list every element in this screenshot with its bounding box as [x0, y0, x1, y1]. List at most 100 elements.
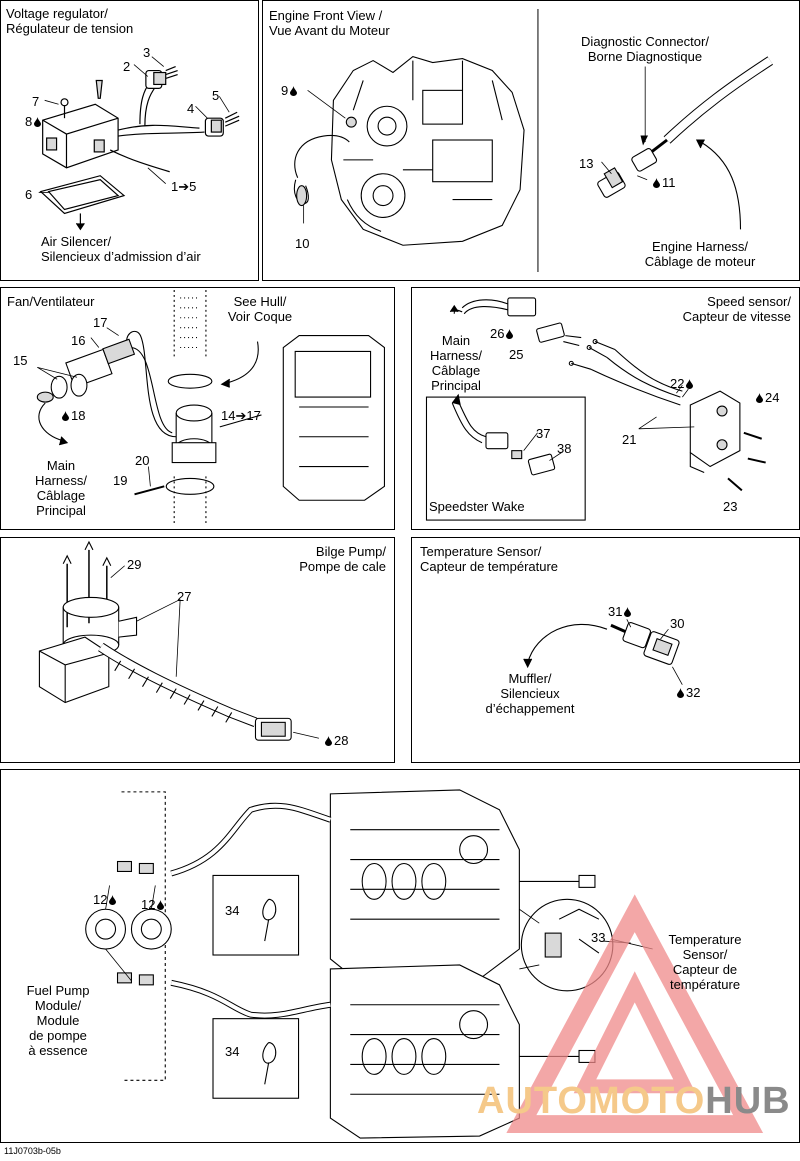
temp-sensor-note-line3: Capteur de [672, 962, 738, 977]
callout-4: 4 [187, 101, 195, 116]
watermark-text-2: HUB [705, 1080, 791, 1122]
diagnostic-title-line1: Diagnostic Connector/ [581, 34, 709, 49]
callout-11: 11 [653, 175, 676, 190]
fan-drawing [36, 289, 385, 527]
voltage-regulator-panel: Voltage regulator/ Régulateur de tension… [0, 0, 259, 281]
fuel-pump-note-line5: à essence [28, 1043, 88, 1058]
temperature-sensor-panel: Temperature Sensor/ Capteur de températu… [411, 537, 800, 763]
callout-33: 33 [591, 930, 606, 945]
speed-main-harness-line2: Harness/ [429, 348, 483, 363]
callout-7: 7 [32, 94, 40, 109]
muffler-note-line3: d’échappement [485, 701, 575, 716]
callout-17: 17 [93, 315, 108, 330]
callout-10: 10 [295, 236, 310, 251]
temp-sensor-note-line1: Temperature [668, 932, 742, 947]
fuel-pump-note-line3: Module [36, 1013, 80, 1028]
oil-drop-icon [290, 86, 298, 96]
speedster-wake-label: Speedster Wake [429, 499, 525, 514]
fan-main-harness-line1: Main [46, 458, 76, 473]
muffler-note-line1: Muffler/ [508, 671, 552, 686]
oil-drop-icon [686, 379, 694, 389]
fuel-pump-panel: 12 12 34 34 33 Fuel Pump Module/ Module … [0, 769, 800, 1143]
callout-5: 5 [212, 88, 220, 103]
temp-title-line1: Temperature Sensor/ [420, 544, 542, 559]
callout-31: 31 [608, 604, 632, 619]
bilge-pump-panel: Bilge Pump/ Pompe de cale 29 27 28 [0, 537, 395, 763]
callout-12-left: 12 [93, 892, 117, 907]
callout-29: 29 [127, 557, 142, 572]
voltage-regulator-drawing [38, 56, 240, 231]
callout-22: 22 [670, 376, 694, 391]
oil-drop-icon [109, 895, 117, 905]
callout-28: 28 [325, 733, 348, 748]
speed-sensor-panel: Speed sensor/ Capteur de vitesse Main Ha… [411, 287, 800, 530]
oil-drop-icon [756, 393, 763, 403]
callout-13: 13 [579, 156, 594, 171]
callout-25: 25 [509, 347, 524, 362]
speed-main-harness-line1: Main [441, 333, 471, 348]
see-hull-line1: See Hull/ [233, 294, 287, 309]
speed-title-line1: Speed sensor/ [707, 294, 791, 309]
callout-30: 30 [670, 616, 685, 631]
callout-24: 24 [756, 390, 779, 405]
speed-main-harness-line4: Principal [431, 378, 481, 393]
speed-title-line2: Capteur de vitesse [682, 309, 791, 324]
engine-front-drawing [293, 8, 773, 273]
callout-37: 37 [536, 426, 551, 441]
see-hull-line2: Voir Coque [227, 309, 293, 324]
oil-drop-icon [624, 607, 632, 617]
bilge-pump-drawing [38, 540, 320, 741]
fan-title: Fan/Ventilateur [7, 294, 95, 309]
callout-34-upper: 34 [225, 903, 240, 918]
twin-engine-drawing [85, 789, 764, 1139]
callout-16: 16 [71, 333, 86, 348]
oil-drop-icon [157, 900, 165, 910]
engine-front-panel: Engine Front View / Vue Avant du Moteur … [262, 0, 800, 281]
callout-32: 32 [677, 685, 700, 700]
callout-18: 18 [62, 408, 85, 423]
engine-harness-note-line1: Engine Harness/ [651, 239, 749, 254]
fuel-pump-note-line4: de pompe [29, 1028, 87, 1043]
voltage-title-line1: Voltage regulator/ [6, 6, 108, 21]
callout-19: 19 [113, 473, 128, 488]
oil-drop-icon [325, 736, 332, 746]
watermark-triangle [506, 894, 764, 1134]
oil-drop-icon [653, 178, 660, 188]
callout-38: 38 [557, 441, 572, 456]
diagnostic-title-line2: Borne Diagnostique [587, 49, 703, 64]
air-silencer-note-line2: Silencieux d’admission d’air [41, 249, 201, 264]
oil-drop-icon [506, 329, 514, 339]
oil-drop-icon [34, 117, 42, 127]
fan-main-harness-line3: Câblage [36, 488, 86, 503]
callout-34-lower: 34 [225, 1044, 240, 1059]
callout-21: 21 [622, 432, 637, 447]
callout-26: 26 [490, 326, 514, 341]
bilge-title-line1: Bilge Pump/ [315, 544, 386, 559]
callout-15: 15 [13, 353, 28, 368]
fan-panel: Fan/Ventilateur See Hull/ Voir Coque 17 … [0, 287, 395, 530]
fan-main-harness-line4: Principal [36, 503, 86, 518]
engine-front-title-line2: Vue Avant du Moteur [269, 23, 390, 38]
callout-8: 8 [25, 114, 42, 129]
temp-sensor-note-line2: Sensor/ [682, 947, 728, 962]
engine-front-title-line1: Engine Front View / [269, 8, 383, 23]
callout-3: 3 [143, 45, 151, 60]
callout-12-right: 12 [141, 897, 165, 912]
fuel-pump-note-line1: Fuel Pump [26, 983, 90, 998]
fuel-pump-note-line2: Module/ [34, 998, 82, 1013]
temp-sensor-note-line4: température [669, 977, 741, 992]
callout-23: 23 [723, 499, 738, 514]
temp-title-line2: Capteur de température [420, 559, 559, 574]
watermark-text-1: AUTOMOTO [477, 1080, 706, 1122]
callout-6: 6 [25, 187, 33, 202]
voltage-title-line2: Régulateur de tension [6, 21, 134, 36]
speed-sensor-drawing [425, 297, 766, 521]
callout-2: 2 [123, 59, 131, 74]
speed-main-harness-line3: Câblage [431, 363, 481, 378]
callout-9: 9 [281, 83, 298, 98]
callout-20: 20 [135, 453, 150, 468]
figure-id: 11J0703b-05b [4, 1146, 61, 1156]
callout-14-17: 14➔17 [221, 408, 261, 423]
callout-27: 27 [177, 589, 192, 604]
